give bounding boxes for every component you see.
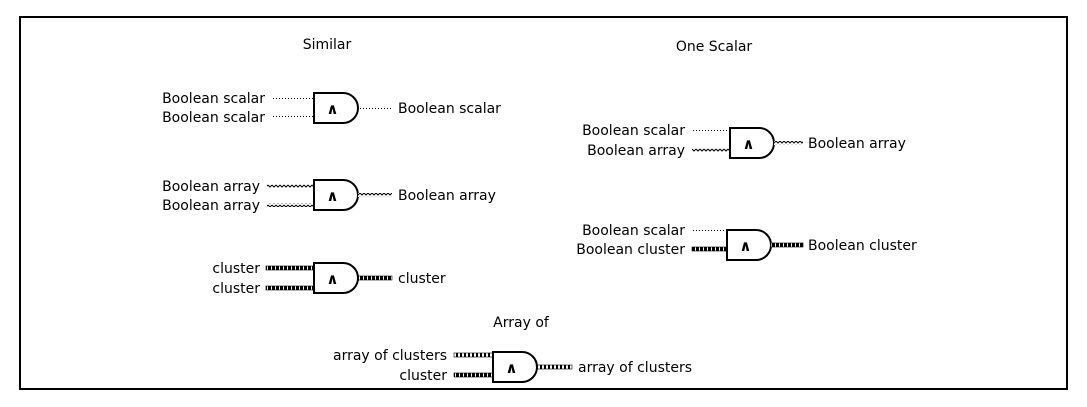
input-label: Boolean cluster — [576, 242, 685, 258]
and-symbol: ∧ — [326, 100, 338, 118]
and-symbol: ∧ — [742, 135, 754, 153]
input-label: Boolean scalar — [582, 123, 685, 139]
input-label: Boolean scalar — [162, 110, 265, 126]
heading-similar: Similar — [303, 37, 352, 53]
heading-array-of: Array of — [493, 315, 550, 331]
input-label: cluster — [399, 368, 447, 384]
output-wire — [358, 107, 392, 109]
gate-group-similar-cluster: cluster cluster ∧ cluster — [212, 261, 445, 297]
output-label: Boolean cluster — [808, 238, 917, 254]
and-gate-icon — [313, 92, 359, 124]
output-label: Boolean array — [398, 188, 496, 204]
output-label: Boolean array — [808, 136, 906, 152]
and-symbol: ∧ — [326, 187, 338, 205]
output-label: array of clusters — [578, 360, 692, 376]
and-symbol: ∧ — [505, 359, 517, 377]
input-label: Boolean scalar — [582, 223, 685, 239]
input-label: Boolean array — [162, 198, 260, 214]
output-wire — [358, 193, 392, 197]
input-wire — [453, 372, 494, 378]
input-wire — [692, 148, 730, 152]
and-symbol: ∧ — [326, 270, 338, 288]
output-wire — [357, 275, 393, 281]
output-wire — [774, 141, 803, 145]
input-wire — [691, 246, 728, 252]
and-gate-icon — [313, 179, 359, 211]
input-wire — [272, 116, 314, 118]
heading-one-scalar: One Scalar — [676, 39, 753, 55]
output-wire — [770, 242, 804, 248]
input-label: cluster — [212, 281, 260, 297]
output-label: cluster — [398, 271, 446, 287]
input-label: cluster — [212, 261, 260, 277]
input-label: Boolean array — [587, 143, 685, 159]
output-label: Boolean scalar — [398, 101, 501, 117]
input-wire — [267, 203, 314, 207]
input-wire — [692, 129, 730, 131]
input-wire — [265, 285, 315, 291]
input-wire — [453, 352, 494, 358]
input-label: Boolean scalar — [162, 91, 265, 107]
input-label: array of clusters — [333, 348, 447, 364]
input-wire — [267, 184, 314, 188]
input-label: Boolean array — [162, 179, 260, 195]
input-wire — [272, 97, 314, 99]
input-wire — [692, 229, 727, 231]
output-wire — [536, 364, 573, 370]
and-gate-icon — [729, 127, 775, 159]
and-symbol: ∧ — [739, 237, 751, 255]
gate-group-array-of-clusters: array of clusters cluster ∧ array of cluste… — [333, 348, 692, 384]
input-wire — [265, 265, 315, 271]
diagram-frame — [19, 16, 1068, 390]
